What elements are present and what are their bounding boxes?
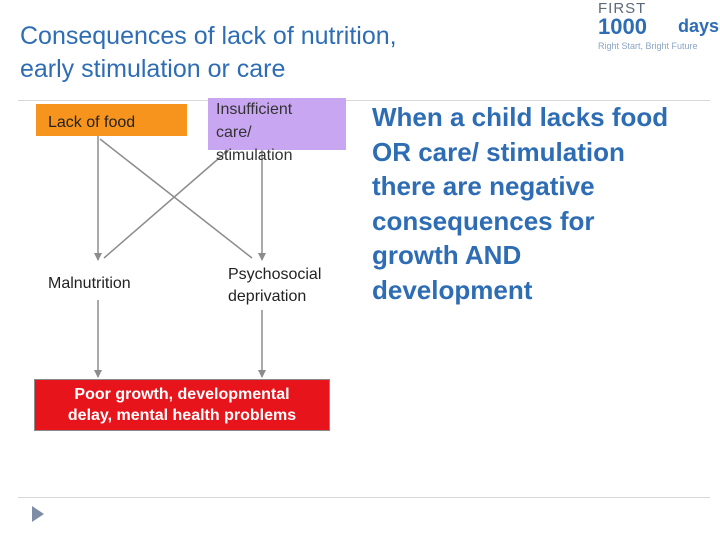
summary-line-5: growth AND (372, 240, 522, 270)
insufficient-care-box: Insufficient care/ stimulation (208, 98, 346, 164)
outcome-line-1: Poor growth, developmental (74, 386, 290, 403)
slide-title: Consequences of lack of nutrition, early… (20, 20, 580, 86)
psychosocial-line-2: deprivation (228, 288, 307, 305)
logo-first-text: FIRST (598, 0, 647, 17)
psychosocial-line-1: Psychosocial (228, 266, 322, 283)
summary-line-1: When a child lacks food (372, 102, 669, 132)
summary-text: When a child lacks food OR care/ stimula… (372, 100, 712, 307)
care-line-1: Insufficient (216, 101, 293, 118)
summary-line-6: development (372, 274, 533, 305)
outcome-box: Poor growth, developmental delay, mental… (34, 379, 330, 431)
care-line-3: stimulation (216, 147, 293, 164)
title-divider (18, 100, 710, 101)
summary-line-3: there are negative (372, 171, 595, 201)
title-line-2: early stimulation or care (20, 55, 286, 83)
title-line-1: Consequences of lack of nutrition, (20, 22, 397, 50)
first-1000-days-logo: FIRST 1000 days Right Start, Bright Futu… (592, 0, 720, 56)
logo-tagline: Right Start, Bright Future (598, 41, 698, 51)
arrow-care-to-malnutrition (103, 139, 241, 259)
summary-line-4: consequences for (372, 205, 595, 236)
psychosocial-deprivation-label: Psychosocial deprivation (228, 264, 348, 308)
summary-line-2: OR care/ stimulation (372, 136, 625, 167)
arrow-food-to-psychosocial (99, 138, 253, 259)
logo-number-text: 1000 (598, 14, 647, 39)
outcome-line-2: delay, mental health problems (67, 407, 297, 424)
triangle-bullet-icon (32, 506, 44, 522)
malnutrition-label: Malnutrition (48, 275, 131, 292)
footer-divider (18, 497, 710, 498)
lack-of-food-box: Lack of food (36, 104, 187, 136)
care-line-2: care/ (216, 124, 252, 141)
logo-days-text: days (678, 16, 720, 36)
